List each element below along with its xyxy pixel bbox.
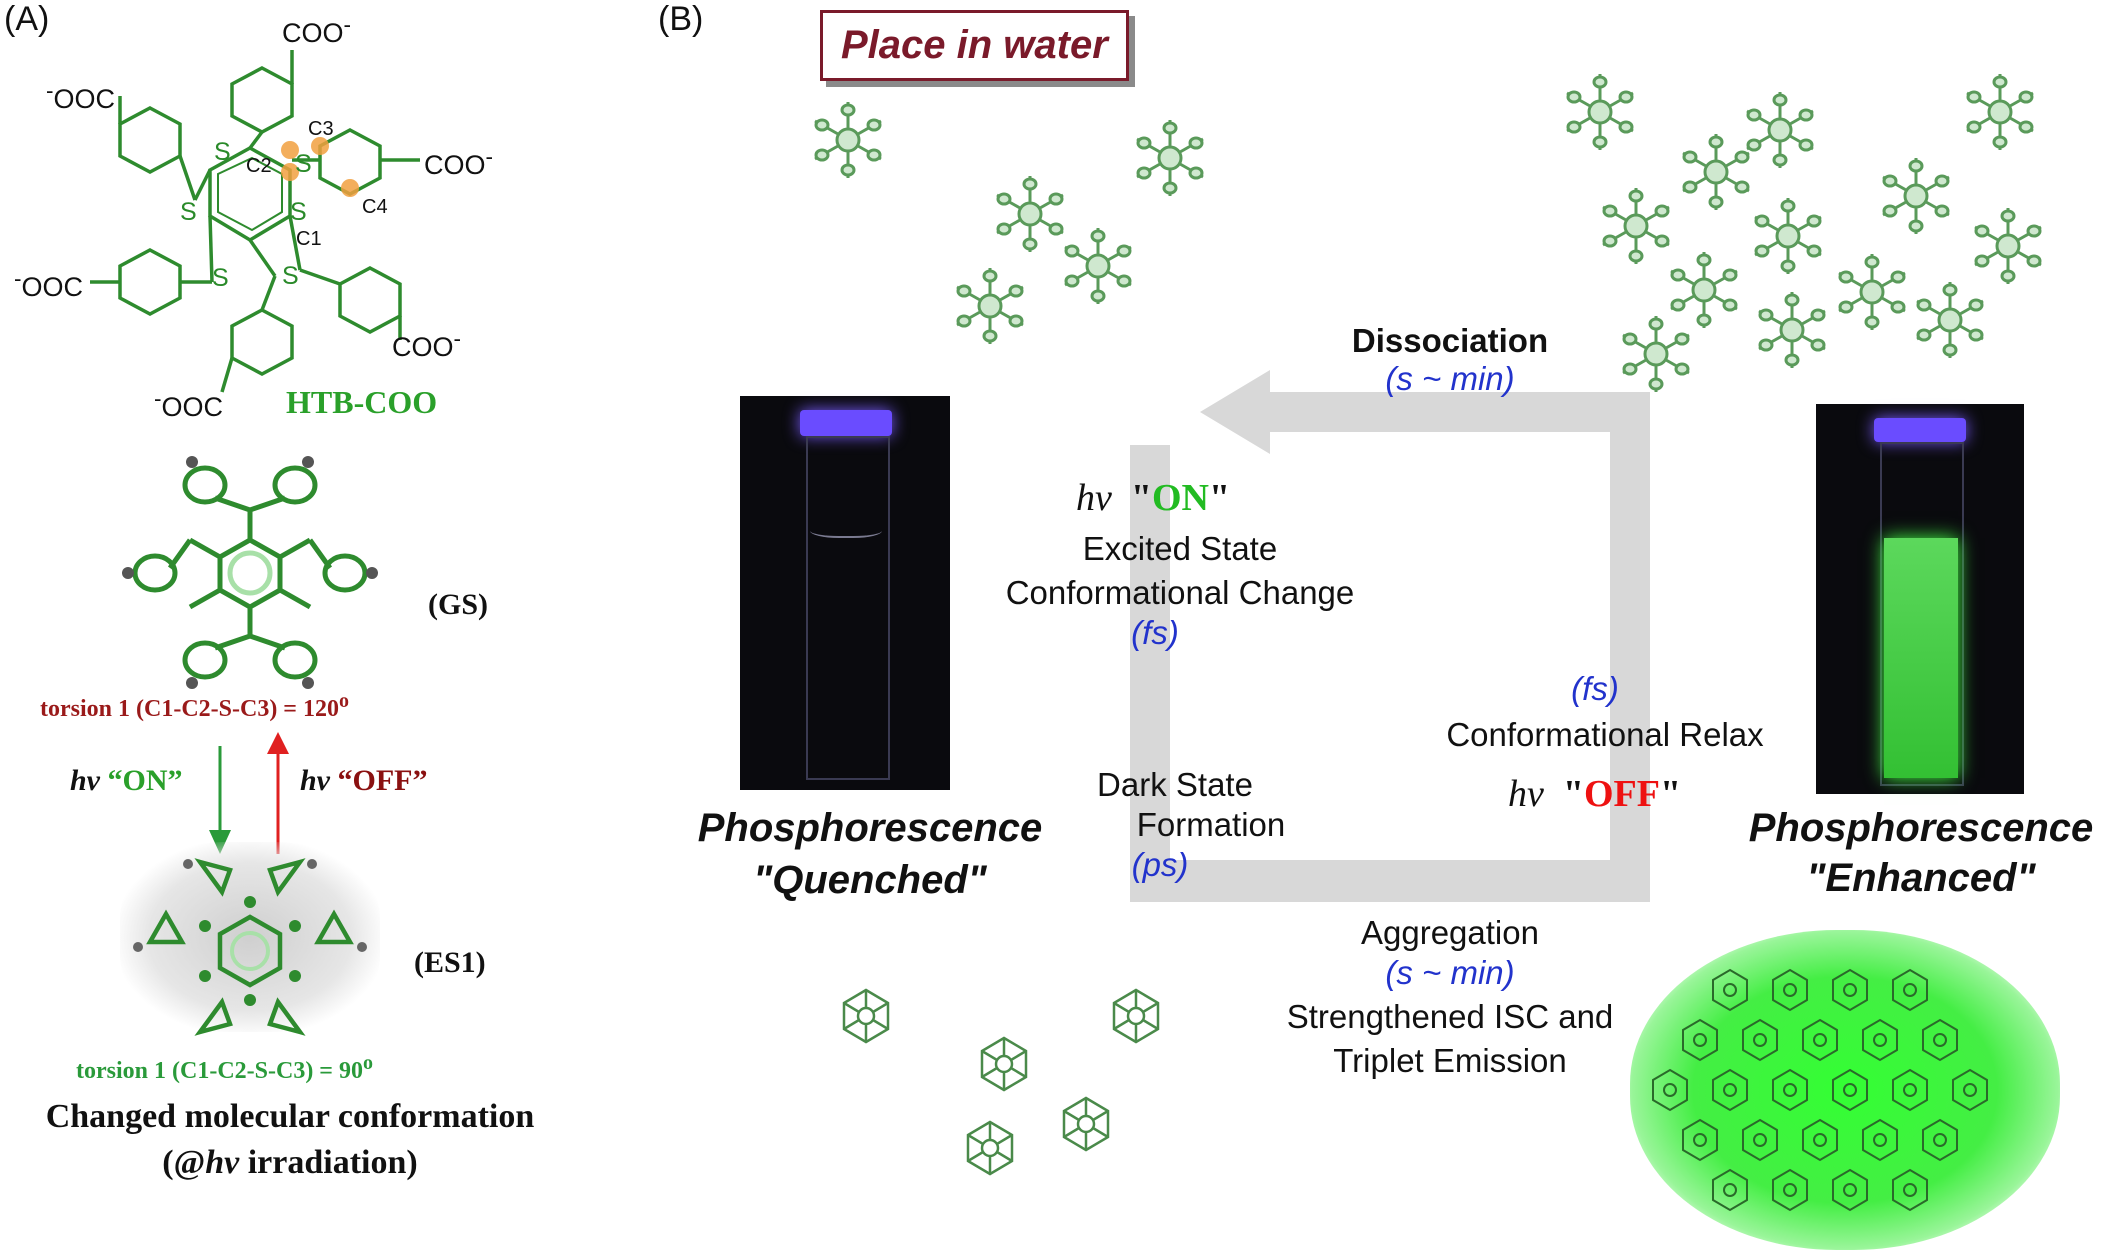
- dark-state-line2: Formation: [1136, 806, 1286, 843]
- htb-coo-structure: [90, 50, 420, 393]
- cuvette-body: [1880, 442, 1964, 786]
- dark-state-line1: Dark State: [1097, 766, 1253, 803]
- cuvette-quenched-photo: [740, 396, 950, 790]
- phosphorescence-enhanced-line2: "Enhanced": [1806, 856, 2036, 900]
- aggregation-label: Aggregation: [1361, 914, 1539, 951]
- gs-molecule: [122, 456, 378, 689]
- torsion-gs: torsion 1 (C1-C2-S-C3) = 120o: [40, 690, 349, 722]
- cuvette-cap: [800, 410, 892, 436]
- phosphorescence-quenched-line2: "Quenched": [753, 858, 987, 902]
- panel-b-label: (B): [658, 0, 704, 38]
- sulfur-label: S: [282, 262, 299, 290]
- torsion-es1: torsion 1 (C1-C2-S-C3) = 90o: [76, 1052, 373, 1084]
- aggregation-time: (s ~ min): [1385, 954, 1515, 991]
- sulfur-label: S: [295, 150, 312, 178]
- gs-label: (GS): [428, 588, 488, 621]
- sulfur-label: S: [290, 198, 307, 226]
- strengthened-isc-line1: Strengthened ISC and: [1286, 998, 1614, 1035]
- c1-label: C1: [296, 228, 322, 250]
- phosphorescence-enhanced-line1: Phosphorescence: [1748, 806, 2094, 850]
- cuvette-cap: [1874, 418, 1966, 442]
- hv-on-indicator: hν "ON": [1076, 477, 1231, 519]
- cycle-arrow: [1130, 370, 1650, 902]
- changed-conformation-line2: (@hv irradiation): [162, 1144, 418, 1181]
- place-in-water-box: Place in water: [820, 10, 1129, 81]
- sulfur-label: S: [180, 198, 197, 226]
- changed-conformation-line1: Changed molecular conformation: [45, 1098, 535, 1135]
- cuvette-enhanced-photo: [1816, 404, 2024, 794]
- conformational-relax-label: Conformational Relax: [1446, 716, 1764, 753]
- torsion-atom-highlights: [281, 137, 359, 197]
- es1-label: (ES1): [414, 946, 486, 979]
- structure-bonds: [90, 50, 420, 393]
- ooc-left-mid-label: -OOC: [14, 266, 84, 302]
- liquid-meniscus: [810, 520, 882, 538]
- glowing-liquid: [1884, 538, 1958, 778]
- dark-state-time: (ps): [1131, 846, 1189, 883]
- htb-coo-name: HTB-COO: [286, 384, 438, 420]
- relax-time: (fs): [1571, 670, 1619, 707]
- hv-off-indicator: hν "OFF": [1508, 773, 1682, 815]
- c3-label: C3: [308, 118, 334, 140]
- ooc-bottom-label: -OOC: [154, 386, 224, 422]
- coo-top-label: COO-: [282, 12, 352, 48]
- hv-on-label: hv “ON”: [70, 764, 183, 797]
- coo-right-bottom-label: COO-: [392, 326, 462, 362]
- dissociation-time: (s ~ min): [1385, 360, 1515, 397]
- phosphorescence-quenched-line1: Phosphorescence: [697, 806, 1043, 850]
- sulfur-label: S: [214, 138, 231, 166]
- enhanced-aggregate-cluster: [1652, 968, 1988, 1212]
- strengthened-isc-line2: Triplet Emission: [1333, 1042, 1567, 1079]
- excited-state-time: (fs): [1131, 614, 1179, 651]
- es1-molecule: [133, 858, 367, 1036]
- c2-label: C2: [246, 155, 272, 177]
- c4-label: C4: [362, 196, 388, 218]
- cuvette-body: [806, 436, 890, 780]
- dissociation-label: Dissociation: [1351, 322, 1549, 359]
- hv-off-label: hv “OFF”: [300, 764, 428, 797]
- ooc-left-top-label: -OOC: [46, 78, 116, 114]
- excited-state-line1: Excited State: [1082, 530, 1278, 567]
- sulfur-label: S: [212, 264, 229, 292]
- panel-a-label: (A): [4, 0, 50, 38]
- excited-state-line2: Conformational Change: [1005, 574, 1355, 611]
- coo-right-label: COO-: [424, 144, 494, 180]
